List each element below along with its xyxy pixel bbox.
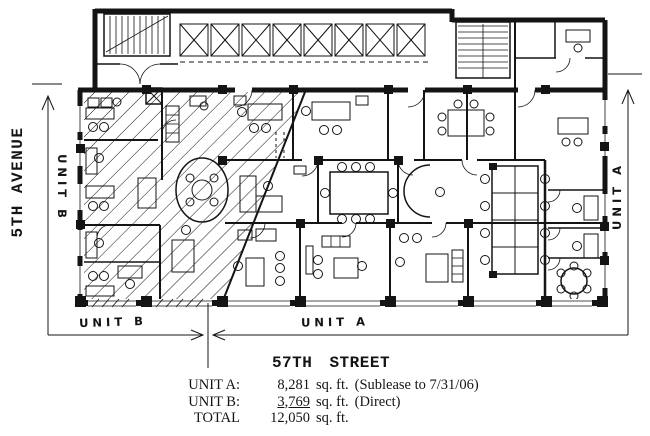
row-value: 3,769 (277, 393, 310, 410)
elevator-icon (241, 23, 271, 57)
unit-b-bottom-label: UNIT B (78, 313, 148, 331)
unit-b-area (84, 87, 306, 304)
row-value: 8,281 (277, 377, 310, 393)
summary-row-unit-b: UNIT B: 3,769 sq. ft. (Direct) (150, 394, 479, 411)
row-label: TOTAL (193, 410, 240, 426)
elevator-icon (365, 23, 395, 57)
conference-table (320, 162, 398, 224)
street-label-5th-avenue: 5TH AVENUE (9, 126, 27, 238)
row-note: (Direct) (354, 393, 401, 410)
arrow-up-right (621, 88, 635, 105)
row-label: UNIT B: (188, 393, 240, 410)
elevator-icon (303, 23, 333, 57)
windows (75, 100, 609, 308)
elevator-icon (272, 23, 302, 57)
unit-a-bottom-label: UNIT A (300, 314, 370, 330)
row-unit: sq. ft. (316, 410, 349, 426)
unit-b-hatch (84, 92, 305, 303)
elevator-icon (334, 23, 364, 57)
stairwell-west (103, 13, 171, 57)
row-unit: sq. ft. (316, 393, 349, 410)
area-summary-table: UNIT A: 8,281 sq. ft. (Sublease to 7/31/… (150, 377, 479, 427)
open-plan-table (480, 163, 550, 278)
elevator-icon (396, 23, 426, 57)
columns (75, 85, 609, 307)
elevator-bank (179, 23, 428, 63)
elevator-icon (210, 23, 240, 57)
street-label-57th-street: 57TH STREET (271, 354, 391, 372)
stairwell-east (455, 21, 511, 79)
meeting-table (437, 99, 495, 137)
demising-line (221, 91, 306, 304)
row-unit: sq. ft. (316, 377, 349, 393)
arrow-up-left (41, 94, 55, 111)
unit-b-side-label: UNIT B (55, 154, 69, 222)
elevator-icon (179, 23, 209, 57)
row-label: UNIT A: (188, 377, 240, 393)
dimension-lines (32, 73, 642, 368)
arrow-right (190, 329, 205, 341)
row-note: (Sublease to 7/31/06) (354, 377, 479, 393)
round-table (556, 261, 592, 301)
building-core (92, 8, 605, 88)
arrow-left (211, 329, 226, 341)
unit-a-furniture (233, 29, 599, 301)
summary-row-total: TOTAL 12,050 sq. ft. (150, 410, 479, 427)
curved-wall (403, 164, 431, 218)
door-swings (96, 57, 571, 271)
row-value: 12,050 (270, 410, 310, 426)
unit-a-side-label: UNIT A (610, 162, 624, 230)
summary-row-unit-a: UNIT A: 8,281 sq. ft. (Sublease to 7/31/… (150, 377, 479, 394)
